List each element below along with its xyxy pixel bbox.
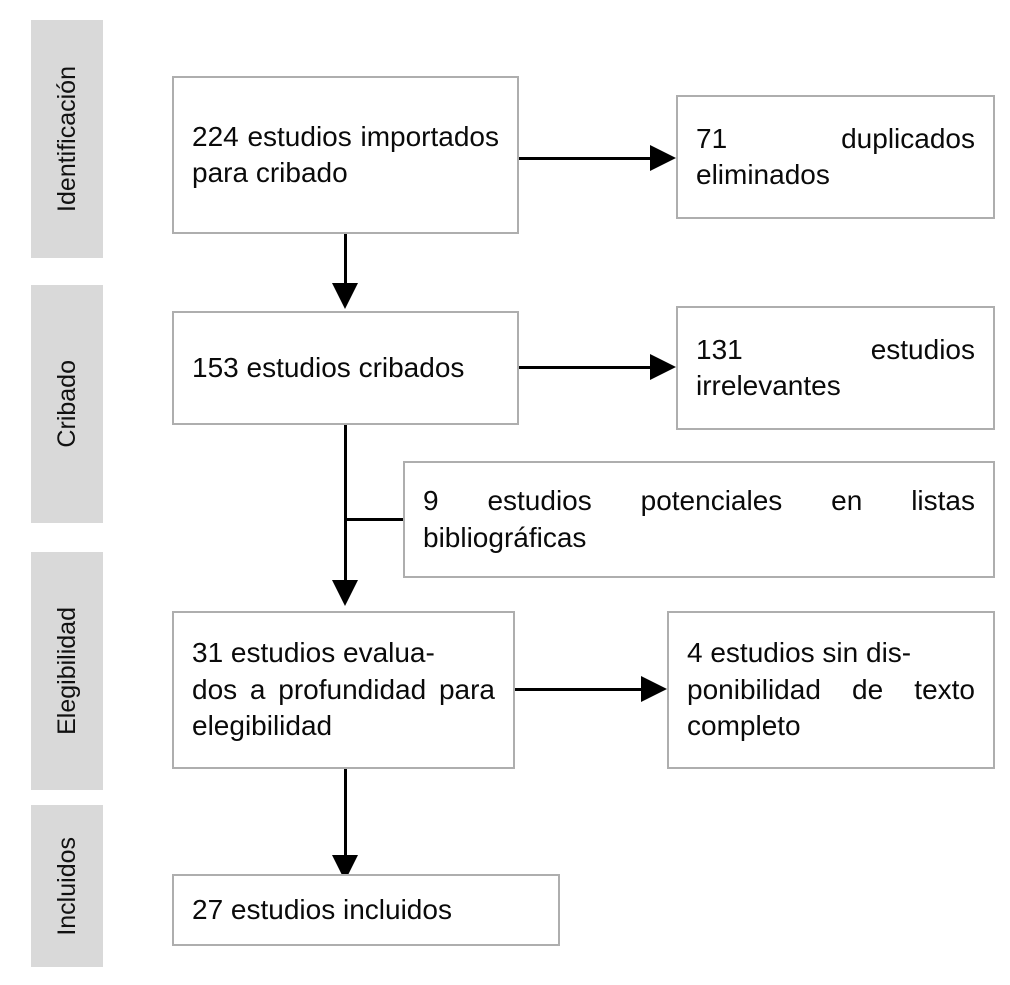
box-irrelevant-studies: 131 estudios irrelevantes	[676, 306, 995, 430]
box-irrelevant-studies-text: 131 estudios irrelevantes	[696, 333, 975, 401]
stage-label-identificacion: Identificación	[52, 66, 81, 212]
box-no-fulltext-available-text: 4 estudios sin dis- ponibilidad de texto…	[687, 637, 975, 742]
connector-imported-to-duplicates-line	[519, 157, 655, 160]
connector-assessed-to-no-fulltext-arrowhead	[641, 676, 667, 702]
box-studies-screened: 153 estudios cribados	[172, 311, 519, 425]
stage-elegibilidad: Elegibilidad	[31, 552, 103, 790]
box-studies-assessed-eligibility-text: 31 estudios evalua- dos a profundidad pa…	[192, 637, 495, 742]
box-potential-from-reference-lists-text: 9 estudios potenciales en listas bibliog…	[423, 485, 975, 553]
stage-label-incluidos: Incluidos	[52, 836, 81, 936]
connector-imported-to-duplicates-arrowhead	[650, 145, 676, 171]
box-studies-screened-text: 153 estudios cribados	[192, 351, 465, 383]
connector-screened-to-assessed-line	[344, 425, 347, 585]
connector-screened-to-assessed-arrowhead	[332, 580, 358, 606]
box-studies-included-text: 27 estudios incluidos	[192, 893, 452, 925]
stage-identificacion: Identificación	[31, 20, 103, 258]
connector-screened-to-irrelevant-line	[519, 366, 655, 369]
connector-assessed-to-included-line	[344, 769, 347, 863]
connector-reference-lists-join-line	[344, 518, 403, 521]
connector-imported-to-screened-line	[344, 234, 347, 290]
stage-label-cribado: Cribado	[52, 360, 81, 448]
box-studies-assessed-eligibility: 31 estudios evalua- dos a profundidad pa…	[172, 611, 515, 769]
stage-cribado: Cribado	[31, 285, 103, 523]
box-potential-from-reference-lists: 9 estudios potenciales en listas bibliog…	[403, 461, 995, 578]
box-imported-studies: 224 estudios importados para cribado	[172, 76, 519, 234]
stage-incluidos: Incluidos	[31, 805, 103, 967]
box-studies-included: 27 estudios incluidos	[172, 874, 560, 946]
stage-label-elegibilidad: Elegibilidad	[52, 607, 81, 735]
box-duplicates-removed: 71 duplicados eliminados	[676, 95, 995, 219]
box-no-fulltext-available: 4 estudios sin dis- ponibilidad de texto…	[667, 611, 995, 769]
connector-screened-to-irrelevant-arrowhead	[650, 354, 676, 380]
connector-assessed-to-no-fulltext-line	[515, 688, 646, 691]
box-imported-studies-text: 224 estudios importados para cribado	[192, 120, 499, 188]
connector-imported-to-screened-arrowhead	[332, 283, 358, 309]
box-duplicates-removed-text: 71 duplicados eliminados	[696, 122, 975, 190]
